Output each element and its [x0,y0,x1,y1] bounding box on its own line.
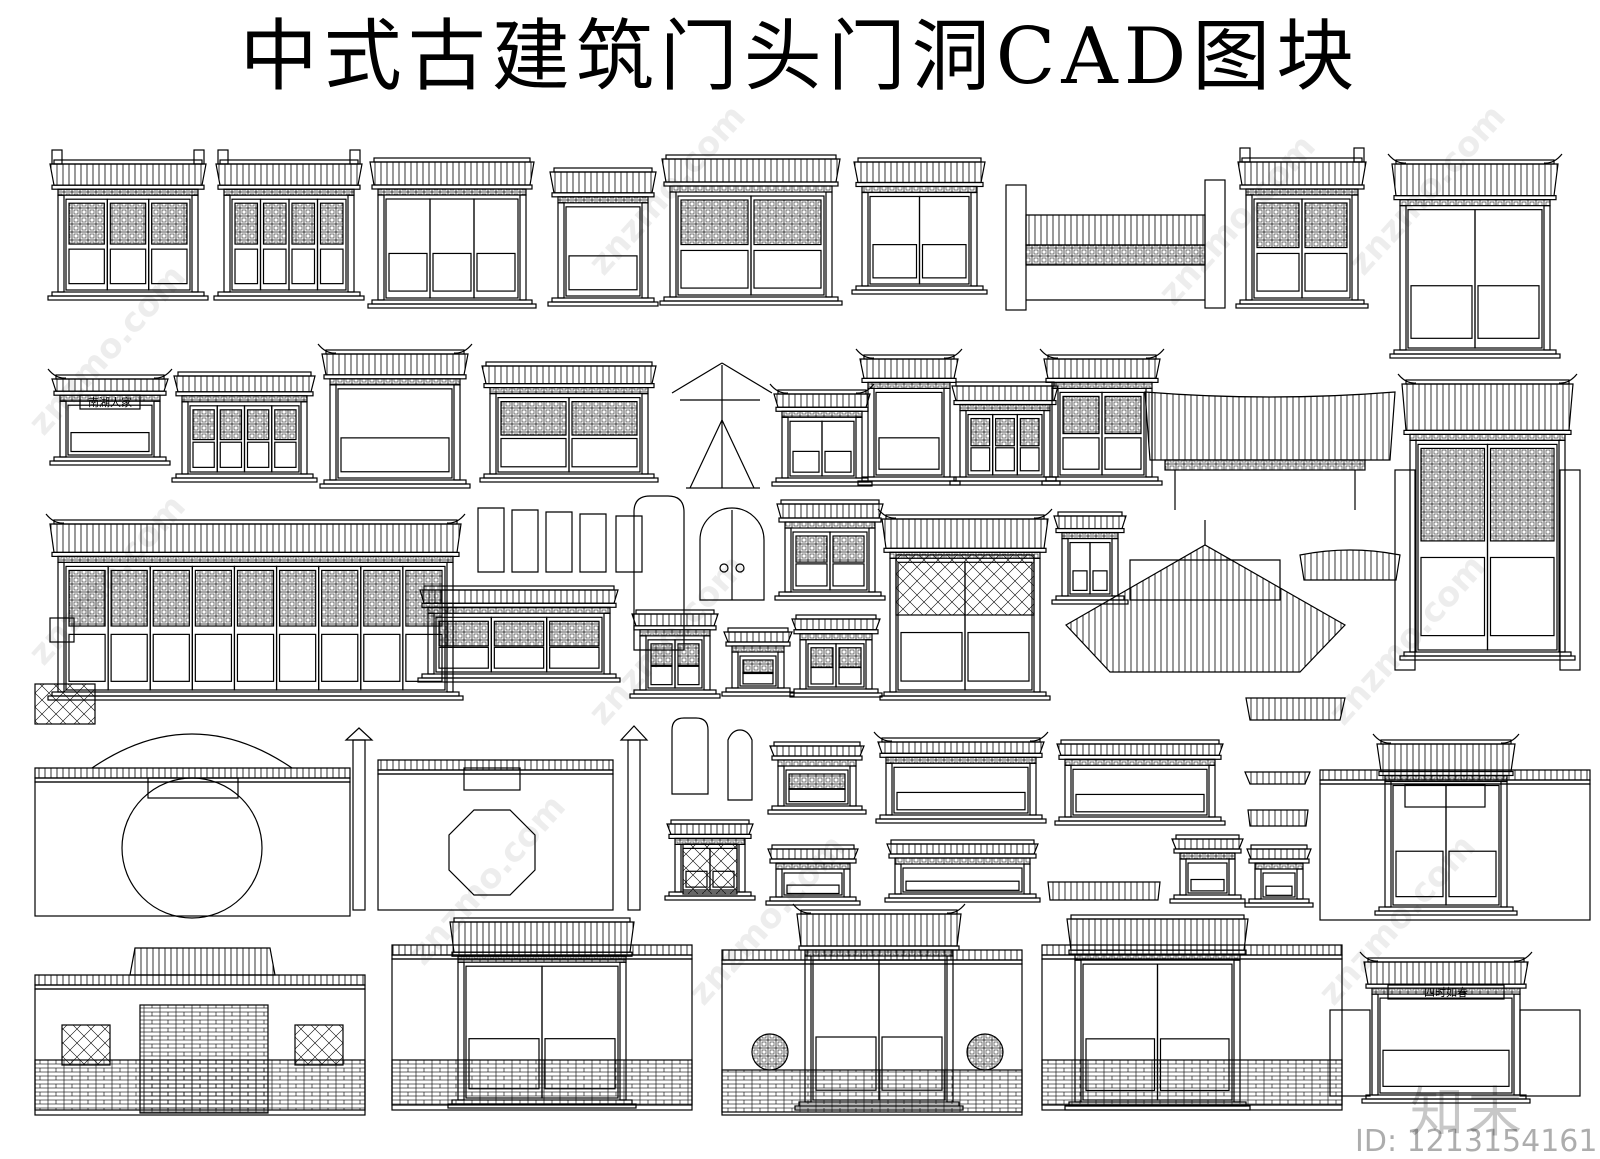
gate-sign-text: 南湖人家 [88,395,132,409]
hip-roof-temple [1065,520,1346,673]
gate-four-panel [171,371,318,483]
gate-tall-lattice-doors [1394,373,1581,671]
gate-sign-south-lake: 南湖人家 [47,368,173,466]
gate-diamond-door [664,819,756,901]
arched-door-opening [633,495,685,651]
watermark-brand: 知末 [1410,1081,1526,1144]
gate-plank-doors [479,361,659,483]
gate-carved-couplet [774,499,886,601]
lamp-post [619,725,649,911]
gate-screen-opening [317,343,473,489]
gate-carved-tower [1039,348,1165,486]
door-outline-set [477,507,643,573]
gate-long-canopy [873,731,1049,824]
wall-courtyard-gate-c [1041,944,1343,1111]
window-lattice-c [789,614,883,698]
shopfront-lattice [417,585,621,683]
gate-plaque-entrance [1372,733,1520,916]
wall-gate-plaque [1319,769,1591,921]
fence-gate-with-posts [1005,179,1226,311]
gate-narrow-double [769,383,875,487]
gate-ornate-carved [659,154,843,306]
roof-canopy-wide [1144,391,1396,510]
roof-canopy-small [1299,549,1401,581]
gate-lattice-3-leaf [47,149,209,301]
window-lattice-b [721,627,795,697]
gate-pavilion-frame [1387,153,1563,359]
gate-open-frame [367,157,537,309]
fence-long-b [884,839,1041,903]
ornament-small [49,617,75,643]
gate-courtyard-c [1064,914,1251,1111]
lamp-post [344,727,374,911]
hall-facade-nine-bay [45,513,466,701]
gate-open-archway [851,157,988,295]
watermark-id: ID: 1213154161 [1355,1124,1598,1159]
fence-short-a [765,844,861,906]
window-lattice-a [629,609,721,699]
ornament-window [34,683,96,725]
page-title: 中式古建筑门头门洞CAD图块 [239,12,1361,102]
roof-fragment [1047,697,1346,901]
gate-inscribed-arch: 四时如春 [1329,951,1581,1104]
timber-frame-detail [671,362,773,489]
gate-side-posts [1054,739,1226,826]
window-small-b [1244,844,1314,908]
gate-courtyard-b [792,903,966,1111]
gate-carved-lintel-a [767,741,867,815]
round-arch-doors [699,507,765,601]
gate-three-bay [949,381,1061,486]
gate-single-door [547,167,659,307]
gate-window-house [1235,147,1369,309]
gate-diamond-wall [877,508,1053,701]
wall-octagon-gate [377,759,614,911]
door-outline-tall [671,717,753,801]
gate-tall-archway [855,348,963,486]
gate-small-double [1051,511,1129,605]
gate-courtyard-a [447,917,637,1109]
gate-lattice-4-leaf [213,149,365,301]
window-small-a [1169,834,1246,904]
gate-plaque-text: 四时如春 [1424,985,1468,999]
wall-moon-gate [34,733,351,919]
wall-brick-gate [34,947,366,1116]
